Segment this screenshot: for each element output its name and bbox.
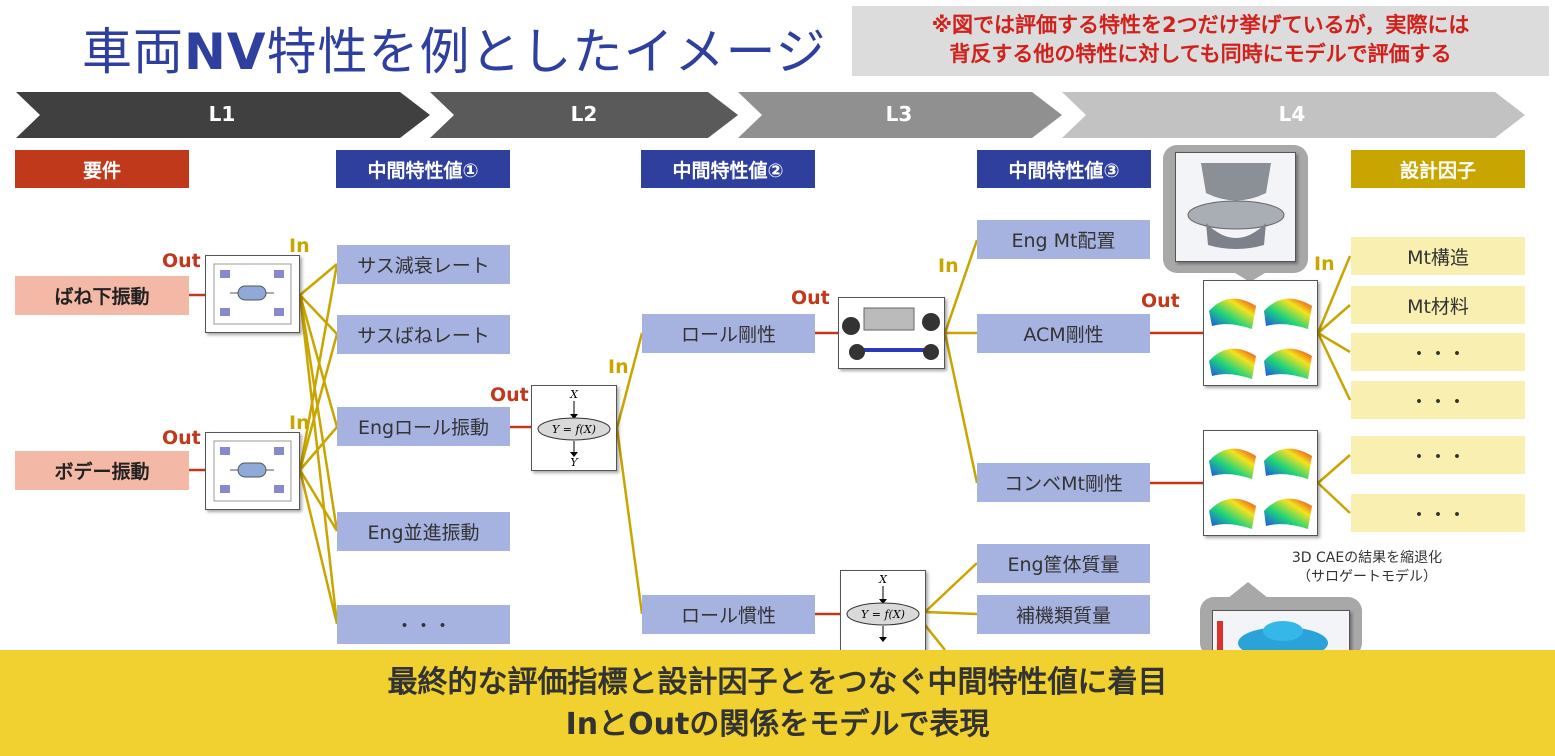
design-item-4: ・・・ bbox=[1351, 381, 1525, 419]
surrogate-caption-line-2: （サロゲートモデル） bbox=[1297, 569, 1437, 585]
in-label-1: In bbox=[289, 235, 310, 257]
svg-text:X: X bbox=[878, 573, 888, 586]
formula-box-2: X Y = f(X) bbox=[840, 570, 926, 656]
out-label-3: Out bbox=[490, 384, 529, 406]
mid1-item-4: Eng並進振動 bbox=[337, 512, 510, 551]
mid3-item-5: 補機類質量 bbox=[977, 595, 1150, 634]
mid1-item-1: サス減衰レート bbox=[337, 245, 510, 284]
mid3-item-3: コンベMt剛性 bbox=[977, 463, 1150, 502]
header-mid2: 中間特性値② bbox=[641, 150, 815, 188]
surrogate-caption-line-1: 3D CAEの結果を縮退化 bbox=[1291, 550, 1443, 566]
in-label-2: In bbox=[289, 412, 310, 434]
cae-model-image-top bbox=[1175, 152, 1296, 262]
svg-text:Y = f(X): Y = f(X) bbox=[552, 423, 596, 436]
level-label-l4: L4 bbox=[1278, 102, 1306, 126]
mid2-item-1: ロール剛性 bbox=[642, 314, 815, 353]
mid3-item-4: Eng筐体質量 bbox=[977, 544, 1150, 583]
level-label-l3: L3 bbox=[885, 102, 913, 126]
page-title: 車両NV特性を例としたイメージ bbox=[82, 23, 827, 81]
note-line-1: ※図では評価する特性を2つだけ挙げているが，実際には bbox=[931, 13, 1470, 37]
chassis-model-image bbox=[838, 297, 945, 369]
header-mid1: 中間特性値① bbox=[336, 150, 510, 188]
out-label-5: Out bbox=[1141, 290, 1180, 312]
design-item-6: ・・・ bbox=[1351, 494, 1525, 532]
out-label-1: Out bbox=[162, 250, 201, 272]
in-label-3: In bbox=[608, 356, 629, 378]
header-requirement: 要件 bbox=[15, 150, 189, 188]
bottom-line-1: 最終的な評価指標と設計因子とをつなぐ中間特性値に着目 bbox=[387, 665, 1168, 700]
req-unsprung: ばね下振動 bbox=[15, 276, 189, 315]
header-design: 設計因子 bbox=[1351, 150, 1525, 188]
design-item-5: ・・・ bbox=[1351, 436, 1525, 474]
level-label-l1: L1 bbox=[208, 102, 236, 126]
design-item-2: Mt材料 bbox=[1351, 286, 1525, 324]
chevron-l3 bbox=[738, 92, 1062, 138]
bottom-line-2: InとOutの関係をモデルで表現 bbox=[565, 707, 990, 742]
system-model-diagram-1 bbox=[205, 255, 300, 333]
mid3-item-1: Eng Mt配置 bbox=[977, 220, 1150, 259]
system-model-diagram-2 bbox=[205, 432, 300, 510]
out-label-2: Out bbox=[162, 427, 201, 449]
chevron-l1 bbox=[16, 92, 430, 138]
in-label-5: In bbox=[1314, 253, 1335, 275]
note-line-2: 背反する他の特性に対しても同時にモデルで評価する bbox=[949, 42, 1452, 66]
surrogate-plot-2 bbox=[1203, 430, 1318, 536]
chevron-l4 bbox=[1062, 92, 1525, 138]
header-mid3: 中間特性値③ bbox=[977, 150, 1151, 188]
formula-box-1: X Y = f(X) Y bbox=[531, 385, 617, 471]
cae-callout-bottom-pointer bbox=[1228, 582, 1268, 598]
req-body: ボデー振動 bbox=[15, 451, 189, 490]
surrogate-caption: 3D CAEの結果を縮退化 （サロゲートモデル） bbox=[1262, 549, 1472, 587]
mid1-item-3: Engロール振動 bbox=[337, 407, 510, 446]
chevron-l2 bbox=[430, 92, 738, 138]
in-label-4: In bbox=[938, 255, 959, 277]
bottom-banner: 最終的な評価指標と設計因子とをつなぐ中間特性値に着目 InとOutの関係をモデル… bbox=[0, 650, 1555, 756]
mid1-item-2: サスばねレート bbox=[337, 315, 510, 354]
out-label-4: Out bbox=[791, 287, 830, 309]
svg-text:Y = f(X): Y = f(X) bbox=[861, 608, 905, 621]
mid2-item-2: ロール慣性 bbox=[642, 595, 815, 634]
level-chevrons bbox=[16, 92, 1525, 138]
mid3-item-2: ACM剛性 bbox=[977, 314, 1150, 353]
design-item-3: ・・・ bbox=[1351, 333, 1525, 371]
svg-text:X: X bbox=[569, 388, 579, 401]
surrogate-plot-1 bbox=[1203, 280, 1318, 386]
design-item-1: Mt構造 bbox=[1351, 237, 1525, 275]
note-box: ※図では評価する特性を2つだけ挙げているが，実際には 背反する他の特性に対しても… bbox=[852, 6, 1549, 76]
cae-model-image-bottom bbox=[1212, 610, 1350, 659]
cae-callout-top-pointer bbox=[1230, 270, 1270, 282]
level-label-l2: L2 bbox=[570, 102, 598, 126]
mid1-item-5: ・・・ bbox=[337, 605, 510, 644]
svg-text:Y: Y bbox=[570, 456, 579, 469]
